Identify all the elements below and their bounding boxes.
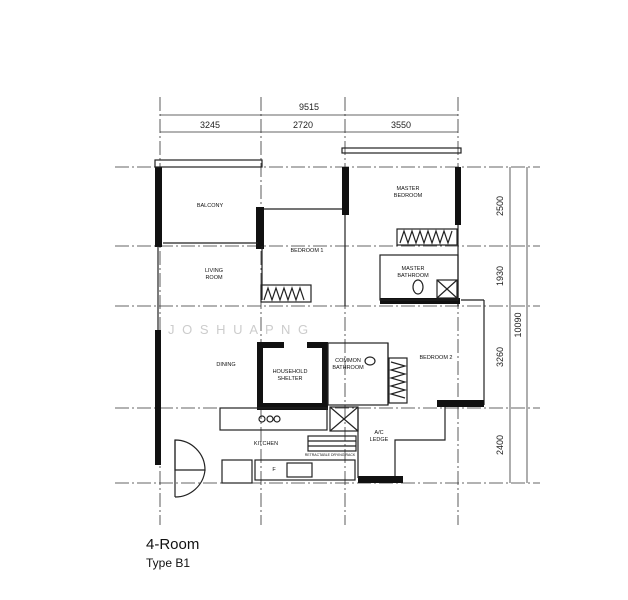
label-common-bathroom-2: BATHROOM [332,365,364,371]
dim-height-4: 2400 [495,435,505,455]
label-dining: DINING [216,362,235,368]
label-balcony: BALCONY [197,203,224,209]
label-household-shelter-2: SHELTER [278,376,303,382]
dim-width-3: 3550 [391,120,411,130]
label-fridge: F [272,467,276,473]
dim-width-2: 2720 [293,120,313,130]
label-common-bathroom-1: COMMON [335,358,361,364]
unit-title: 4-Room [146,536,200,553]
room-labels: BALCONY LIVING ROOM BEDROOM 1 MASTER BED… [197,186,453,473]
unit-type: Type B1 [146,556,191,570]
dim-width-1: 3245 [200,120,220,130]
dim-total-width: 9515 [299,102,319,112]
label-bedroom-1: BEDROOM 1 [290,248,323,254]
label-living-room-2: ROOM [205,275,223,281]
label-kitchen: KITCHEN [254,441,278,447]
label-ac-ledge-1: A/C [374,430,383,436]
dim-total-height: 10090 [513,312,523,337]
dim-height-2: 1930 [495,266,505,286]
grid-lines [115,97,540,525]
label-ac-ledge-2: LEDGE [370,437,389,443]
watermark: J O S H U A P N G [168,322,310,337]
label-master-bedroom-2: BEDROOM [394,193,423,199]
dim-height-3: 3260 [495,347,505,367]
label-master-bathroom-2: BATHROOM [397,273,429,279]
dimension-lines [160,114,528,483]
dim-height-1: 2500 [495,196,505,216]
label-drying-rack: RETRACTABLE DRYING RACK [305,453,356,457]
walls [154,147,485,498]
label-household-shelter-1: HOUSEHOLD [273,369,308,375]
label-master-bathroom-1: MASTER [402,266,425,272]
label-living-room-1: LIVING [205,268,223,274]
label-master-bedroom-1: MASTER [397,186,420,192]
label-bedroom-2: BEDROOM 2 [419,355,452,361]
